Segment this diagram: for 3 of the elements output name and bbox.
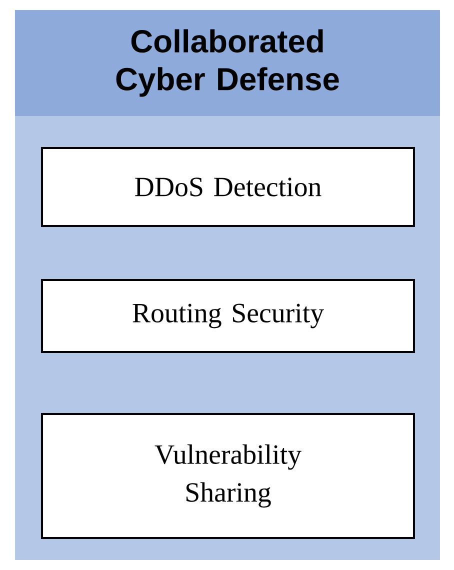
process-box: Routing Security bbox=[41, 279, 415, 353]
process-box: DDoS Detection bbox=[41, 147, 415, 227]
process-box: Vulnerability Sharing bbox=[41, 413, 415, 539]
